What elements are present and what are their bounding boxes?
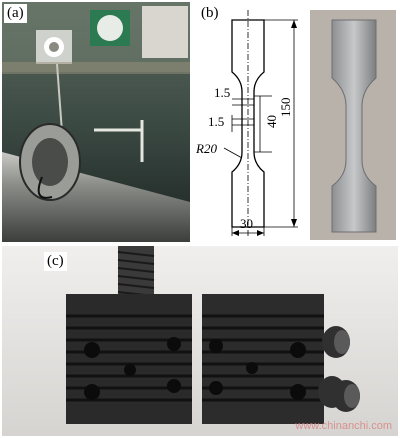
panel-b-label: (b) bbox=[198, 4, 222, 23]
panel-c-label: (c) bbox=[44, 252, 67, 271]
dim-gauge-length: 40 bbox=[264, 115, 279, 128]
dim-radius: R20 bbox=[195, 141, 217, 156]
dim-lower-gap: 1.5 bbox=[208, 114, 224, 129]
watermark: www.chinanchi.com bbox=[295, 420, 392, 432]
specimen-drawing: 1.5 1.5 40 R20 150 30 bbox=[195, 10, 298, 237]
panel-a-photo: (a) bbox=[2, 2, 190, 242]
panel-a-scene bbox=[2, 2, 190, 242]
dim-upper-gap: 1.5 bbox=[214, 85, 230, 100]
panel-c-photo: (c) www.chinanchi.com bbox=[2, 246, 398, 436]
panel-a-label: (a) bbox=[4, 4, 27, 23]
panel-b: 1.5 1.5 40 R20 150 30 bbox=[192, 2, 398, 242]
dim-total-length: 150 bbox=[278, 98, 293, 118]
specimen-photo bbox=[310, 10, 396, 240]
specimen-photo-shape bbox=[331, 19, 377, 233]
dim-width: 30 bbox=[240, 216, 253, 231]
panel-c-scene bbox=[2, 246, 398, 436]
